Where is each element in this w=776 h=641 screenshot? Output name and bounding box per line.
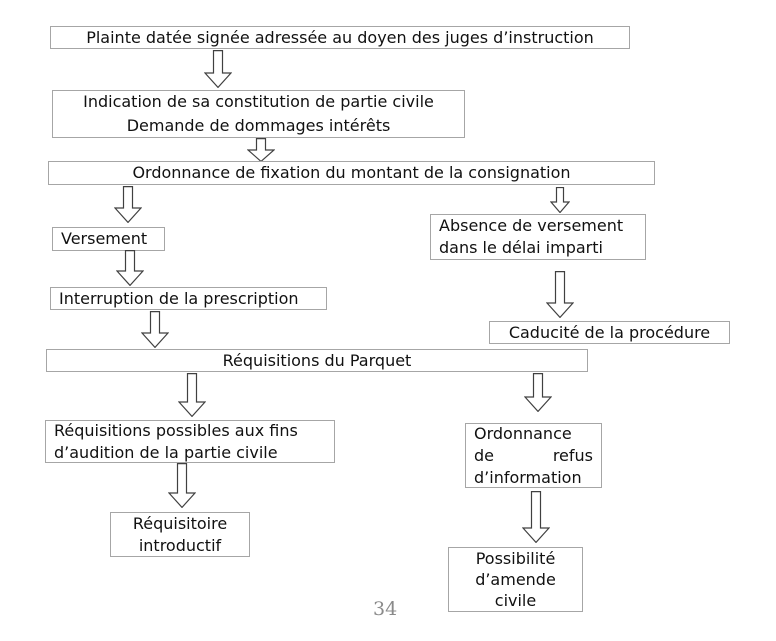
node-ordonnance-refus-line1: Ordonnance	[474, 423, 572, 443]
connector-versement-interruption	[116, 250, 144, 286]
node-parquet: Réquisitions du Parquet	[46, 349, 588, 372]
down-arrow-icon	[522, 491, 550, 543]
page-number: 34	[373, 598, 398, 620]
down-arrow-icon	[141, 311, 169, 348]
down-arrow-icon	[247, 138, 275, 162]
node-versement-label: Versement	[61, 229, 148, 248]
down-arrow-icon	[546, 271, 574, 318]
node-amende-line1: Possibilité	[475, 549, 556, 568]
node-parquet-label: Réquisitions du Parquet	[222, 350, 412, 370]
connector-indication-fixation	[247, 138, 275, 162]
node-ordonnance-refus: Ordonnance de refus d’information	[465, 423, 602, 488]
down-arrow-icon	[204, 50, 232, 88]
node-plainte: Plainte datée signée adressée au doyen d…	[50, 26, 630, 49]
connector-parquet-refus	[524, 373, 552, 412]
connector-interruption-parquet	[141, 311, 169, 348]
connector-requisitions-requisitoire	[168, 463, 196, 508]
down-arrow-icon	[550, 187, 570, 213]
node-fixation: Ordonnance de fixation du montant de la …	[48, 161, 655, 185]
node-requisitions-possibles-line2: d’audition de la partie civile	[54, 442, 278, 462]
connector-fixation-absence	[550, 187, 570, 213]
node-interruption-label: Interruption de la prescription	[59, 288, 299, 308]
node-caducite-label: Caducité de la procédure	[508, 322, 711, 342]
connector-refus-amende	[522, 491, 550, 543]
node-ordonnance-refus-line3: d’information	[474, 467, 582, 487]
node-requisitions-possibles: Réquisitions possibles aux fins d’auditi…	[45, 420, 335, 463]
node-absence-line1: Absence de versement	[439, 216, 624, 235]
connector-plainte-indication	[204, 50, 232, 88]
node-requisitions-possibles-line1: Réquisitions possibles aux fins	[54, 420, 298, 440]
node-fixation-label: Ordonnance de fixation du montant de la …	[132, 163, 571, 182]
node-indication-line1: Indication de sa constitution de partie …	[83, 92, 434, 111]
node-amende: Possibilité d’amende civile	[448, 547, 583, 612]
down-arrow-icon	[178, 373, 206, 417]
node-ordonnance-refus-line2b: refus	[552, 445, 593, 465]
node-interruption: Interruption de la prescription	[50, 287, 327, 310]
down-arrow-icon	[524, 373, 552, 412]
node-amende-line2: d’amende	[475, 570, 556, 589]
node-indication-line2: Demande de dommages intérêts	[126, 116, 391, 135]
node-ordonnance-refus-line2: de refus	[474, 445, 593, 467]
node-versement: Versement	[52, 227, 165, 251]
node-requisitoire-line2: introductif	[138, 535, 222, 555]
node-indication: Indication de sa constitution de partie …	[52, 90, 465, 138]
down-arrow-icon	[114, 186, 142, 223]
node-requisitoire: Réquisitoire introductif	[110, 512, 250, 557]
connector-fixation-versement	[114, 186, 142, 223]
node-absence: Absence de versement dans le délai impar…	[430, 214, 646, 260]
node-amende-line3: civile	[494, 591, 537, 610]
node-requisitoire-line1: Réquisitoire	[132, 513, 228, 533]
node-ordonnance-refus-line2a: de	[474, 445, 494, 465]
down-arrow-icon	[168, 463, 196, 508]
connector-absence-caducite	[546, 271, 574, 318]
connector-parquet-requisitions	[178, 373, 206, 417]
node-absence-line2: dans le délai imparti	[439, 238, 603, 257]
node-plainte-label: Plainte datée signée adressée au doyen d…	[86, 27, 594, 47]
node-caducite: Caducité de la procédure	[489, 321, 730, 344]
down-arrow-icon	[116, 250, 144, 286]
